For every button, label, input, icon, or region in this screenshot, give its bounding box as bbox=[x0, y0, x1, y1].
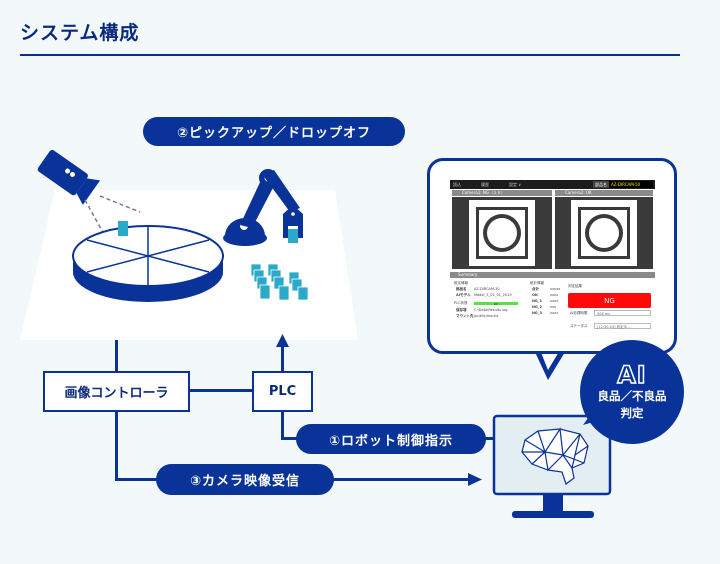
stat-key: OK bbox=[532, 293, 538, 297]
row-key: 部品名 bbox=[456, 287, 467, 291]
connector-line bbox=[115, 478, 160, 481]
camera-icon bbox=[37, 149, 101, 205]
stat-key: NG_3 bbox=[532, 311, 542, 315]
stat-value: xxxx bbox=[550, 293, 559, 297]
status-label: ステータス bbox=[570, 324, 588, 328]
row-key: AIモデル bbox=[456, 293, 471, 297]
camera-receive-label: ③カメラ映像受信 bbox=[156, 464, 334, 495]
part-name-display: 部品名 AZ-DIRCAM-50 bbox=[593, 181, 653, 188]
part-name-value: AZ-DIRCAM-50 bbox=[609, 181, 653, 188]
ai-time-field: 508 ms bbox=[594, 310, 651, 316]
ai-title: AI bbox=[616, 361, 647, 389]
stat-key: NG_2 bbox=[532, 305, 542, 309]
connector-line bbox=[281, 437, 301, 440]
camera-view-line bbox=[99, 195, 141, 213]
camera2-header: Camera2: OK bbox=[555, 190, 653, 196]
camera1-header: Camera1: NG（２０） bbox=[452, 190, 552, 196]
pickup-dropoff-label: ②ピックアップ／ドロップオフ bbox=[143, 117, 405, 146]
inspection-dashboard: 読込 履歴 設定 ∨ 部品名 AZ-DIRCAM-50 Camera1: NG（… bbox=[450, 180, 655, 338]
ai-line1: 良品／不良品 bbox=[597, 389, 667, 403]
ai-time-label: AI処理時間 bbox=[570, 311, 588, 315]
connector-line bbox=[115, 340, 118, 372]
ng-result-indicator: NG bbox=[568, 293, 651, 308]
brain-icon bbox=[521, 427, 589, 485]
part-in-gripper bbox=[288, 229, 298, 243]
robot-control-label: ①ロボット制御指示 bbox=[296, 424, 486, 454]
page-title: システム構成 bbox=[20, 22, 140, 44]
image-controller-box: 画像コントローラ bbox=[43, 371, 190, 412]
menu-load[interactable]: 読込 bbox=[453, 181, 461, 187]
connector-line bbox=[281, 345, 284, 373]
connector-line bbox=[115, 410, 118, 480]
connector-line bbox=[281, 410, 284, 440]
row-value: AZ-DIRCAM-30 bbox=[474, 287, 500, 291]
connector-line bbox=[333, 478, 468, 481]
row-value: C:\Data\Results.log bbox=[474, 308, 508, 312]
arrow-right-icon bbox=[468, 473, 482, 486]
stat-key: NG_1 bbox=[532, 299, 542, 303]
robot-arm-icon bbox=[223, 169, 303, 246]
stat-value: xxx bbox=[550, 305, 557, 309]
plc-section-label: PLC状態 bbox=[454, 301, 468, 305]
row-value: Model_3_01_01_2019 bbox=[474, 293, 512, 297]
turntable-icon bbox=[72, 225, 224, 302]
title-divider bbox=[20, 54, 680, 56]
plc-progress-bar: OK bbox=[474, 302, 518, 306]
dashboard-menu-bar: 読込 履歴 設定 ∨ bbox=[450, 180, 655, 189]
camera2-image bbox=[555, 197, 653, 269]
stat-value: xxxx bbox=[550, 299, 559, 303]
ai-line2: 判定 bbox=[620, 406, 644, 420]
summary-header: Summary bbox=[450, 272, 655, 278]
connector-line bbox=[484, 437, 496, 440]
camera1-image bbox=[452, 197, 552, 269]
status-field: [12:30:20] 判定中 ... bbox=[594, 323, 651, 329]
stat-key: 合計 bbox=[532, 287, 539, 291]
settings-section-label: 設定情報 bbox=[454, 281, 468, 285]
ai-judgement-badge: AI 良品／不良品 判定 bbox=[580, 340, 684, 444]
menu-history[interactable]: 履歴 bbox=[481, 181, 489, 187]
row-key: マウント先 bbox=[456, 314, 474, 318]
plc-box: PLC bbox=[252, 371, 313, 412]
parts-pile-icon bbox=[250, 263, 309, 301]
stat-value: xxxx bbox=[550, 311, 559, 315]
row-key: 保存場 bbox=[456, 308, 467, 312]
connector-line bbox=[188, 389, 252, 392]
row-value: /public/mount bbox=[474, 314, 499, 318]
arrow-up-icon bbox=[276, 334, 289, 347]
stats-section-label: 統計情報 bbox=[530, 281, 544, 285]
result-section-label: 判定結果 bbox=[568, 284, 582, 288]
stat-value: xxxxx bbox=[550, 287, 561, 291]
part-on-table bbox=[118, 221, 128, 236]
part-name-label: 部品名 bbox=[593, 181, 609, 188]
menu-settings[interactable]: 設定 ∨ bbox=[509, 181, 522, 187]
